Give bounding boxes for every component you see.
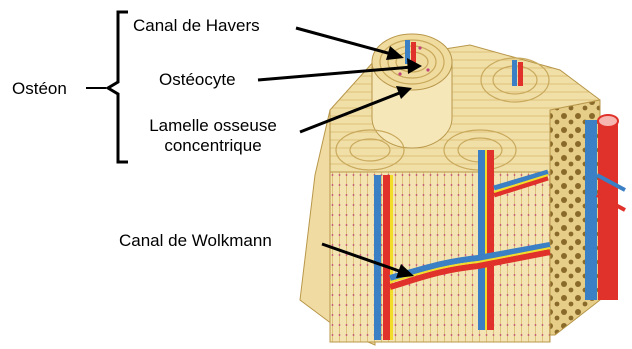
label-lamella-line1: Lamelle osseuse — [128, 116, 298, 136]
large-vessel-artery — [598, 120, 618, 300]
vessel-vertical-left-artery — [383, 175, 390, 340]
vessel-vertical-mid-vein — [478, 150, 485, 330]
label-havers-canal: Canal de Havers — [133, 16, 260, 36]
label-osteon: Ostéon — [12, 79, 67, 99]
osteon-bracket — [108, 12, 128, 162]
vessel-vertical-mid-artery — [487, 150, 494, 330]
label-lamella: Lamelle osseuse concentrique — [128, 116, 298, 156]
label-lamella-line2: concentrique — [128, 136, 298, 156]
vessel-vertical-left-vein — [374, 175, 381, 340]
large-vessel-vein — [585, 120, 597, 300]
label-wolkmann-canal: Canal de Wolkmann — [119, 231, 272, 251]
label-osteocyte: Ostéocyte — [159, 70, 236, 90]
